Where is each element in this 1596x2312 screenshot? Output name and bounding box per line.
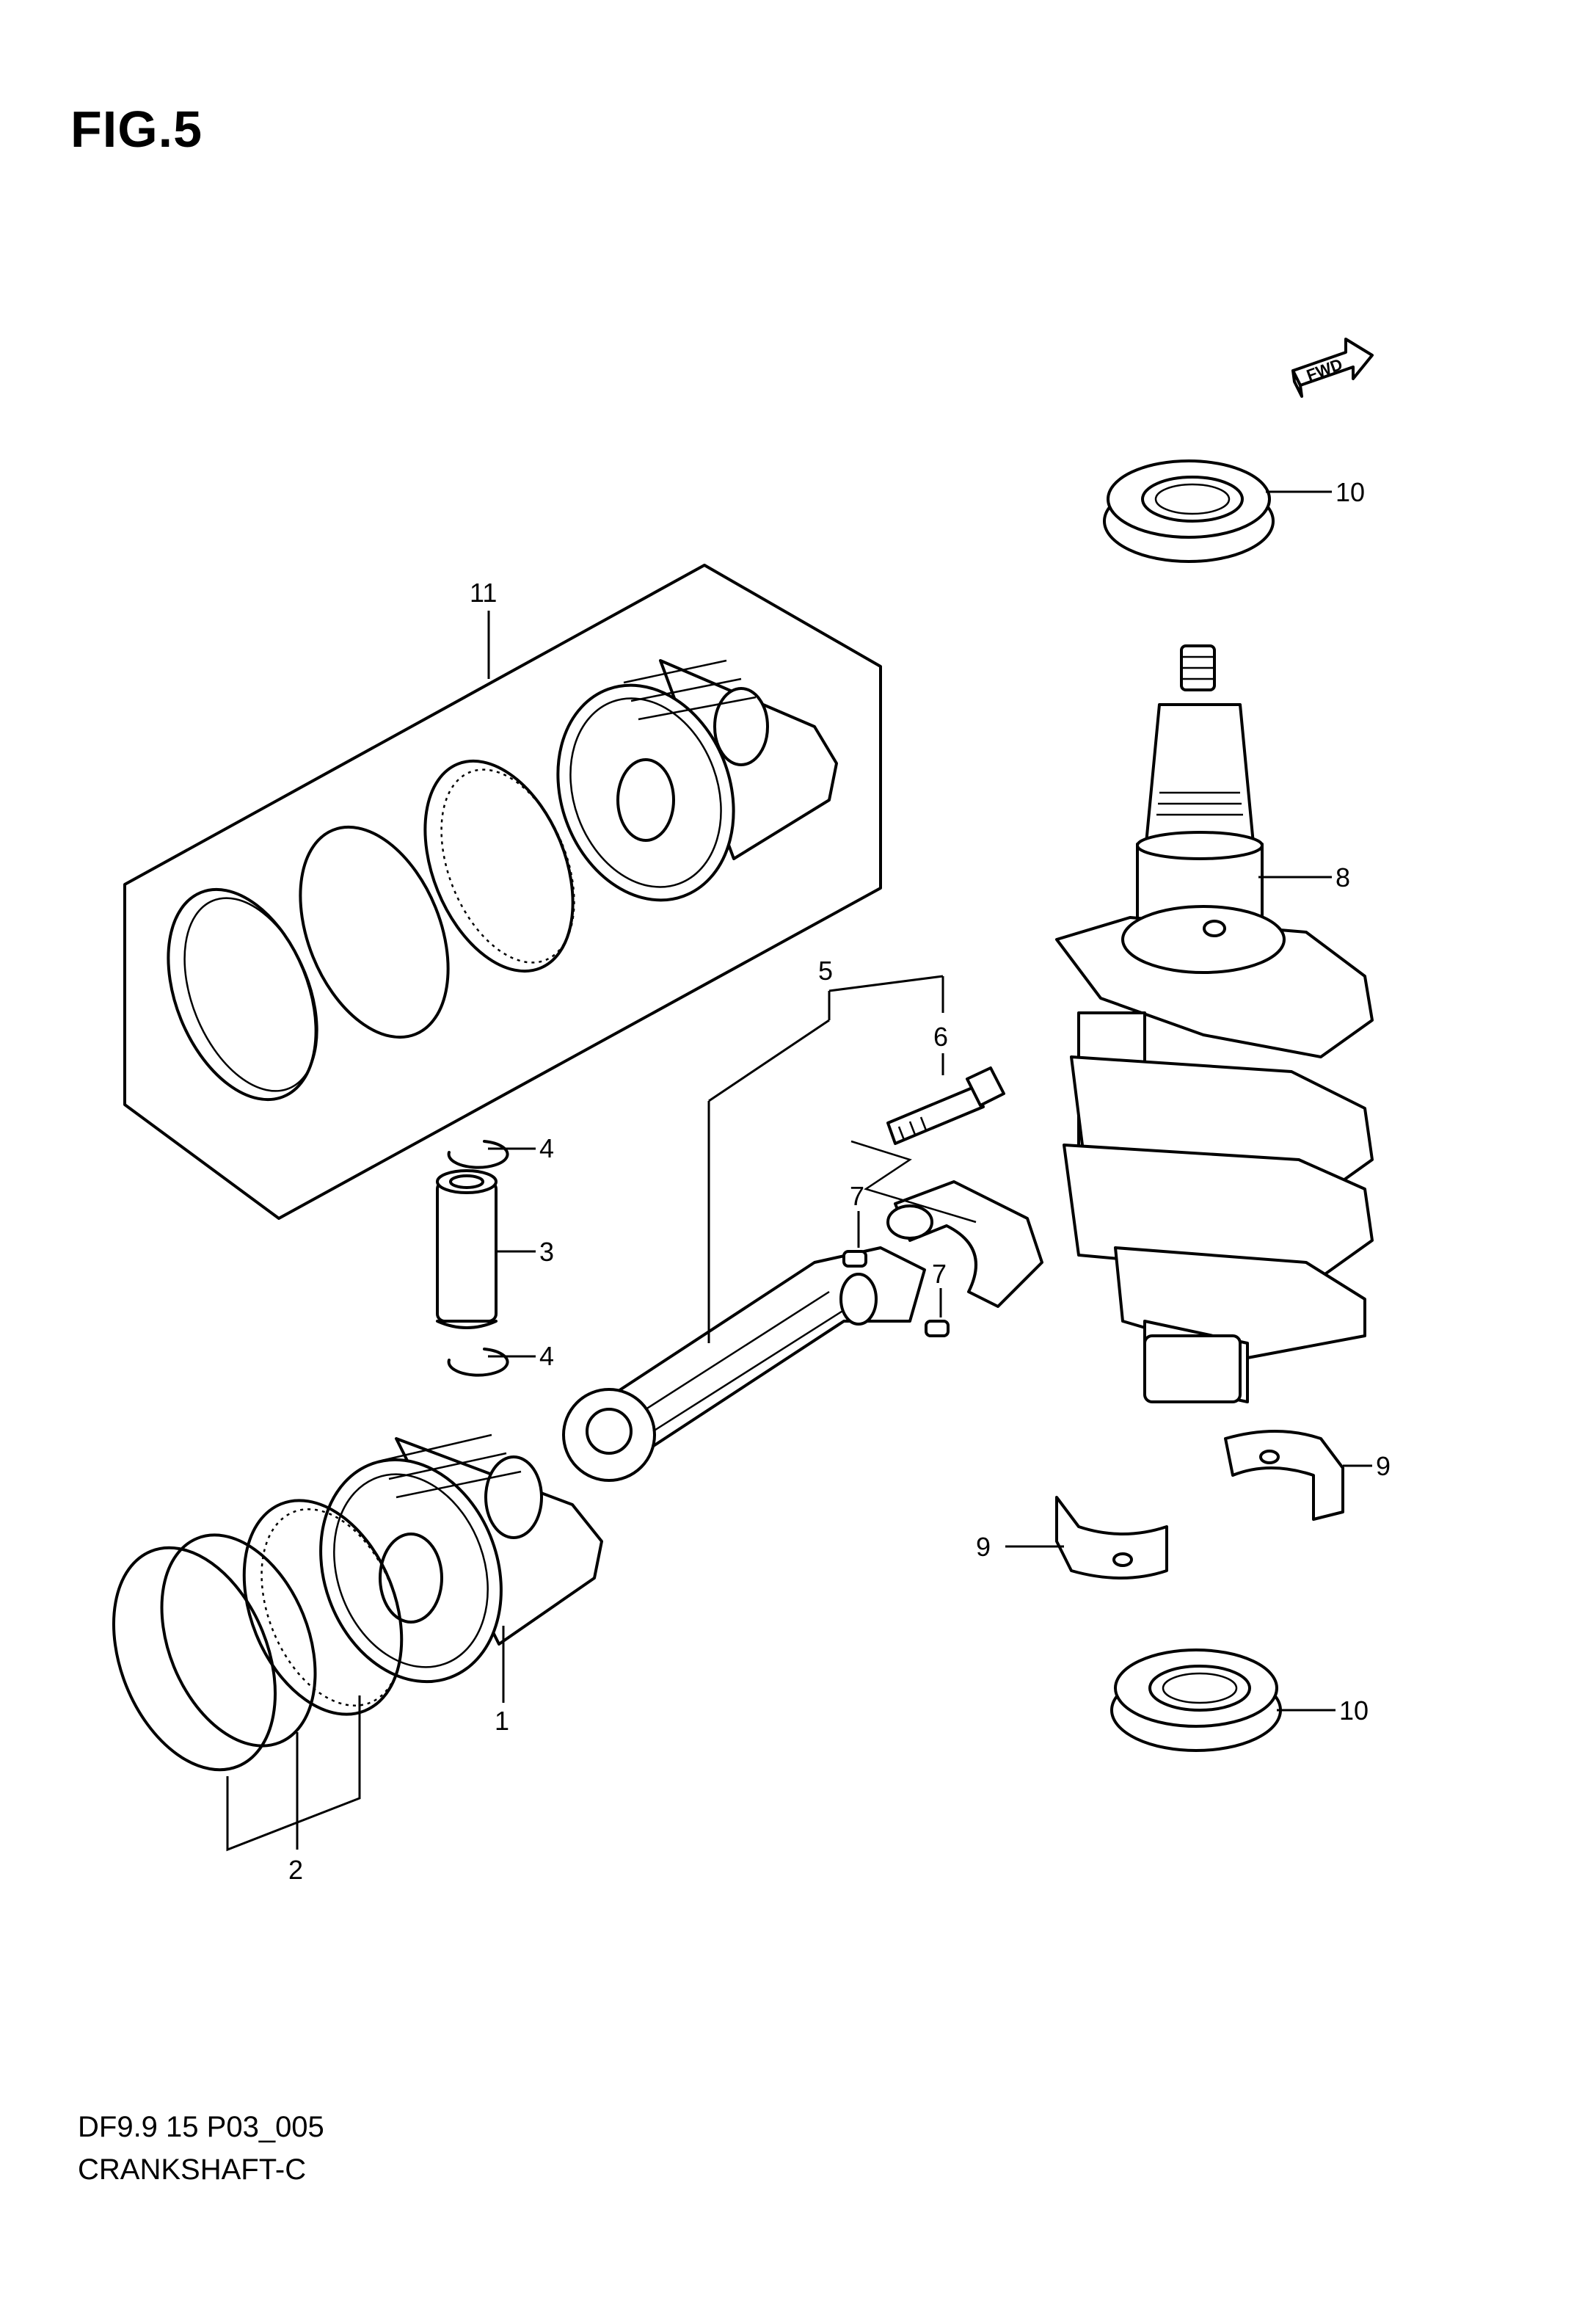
callout-1: 1 — [495, 1706, 509, 1736]
circlip-upper — [447, 1140, 509, 1169]
callout-7-right: 7 — [932, 1259, 947, 1289]
main-piston-rings — [112, 1499, 404, 1772]
piston-kit-box — [123, 564, 882, 1220]
dowel-pin-left — [842, 1250, 867, 1268]
model-code: DF9.9 15 P03_005 — [78, 2111, 324, 2143]
dowel-pin-right — [925, 1320, 950, 1337]
fwd-label: FWD — [1304, 355, 1345, 385]
callout-9-right: 9 — [1376, 1451, 1391, 1481]
fwd-arrow-icon: FWD — [1291, 338, 1374, 398]
kit-piston — [556, 659, 838, 902]
callout-2: 2 — [288, 1855, 303, 1885]
main-piston — [319, 1433, 603, 1684]
figure-title: FIG.5 — [70, 101, 203, 158]
bearing-right — [1224, 1430, 1344, 1521]
callout-5: 5 — [818, 956, 833, 986]
oil-seal-lower — [1110, 1648, 1282, 1752]
callout-10-upper: 10 — [1336, 477, 1365, 507]
callout-9-left: 9 — [976, 1532, 991, 1562]
callout-3: 3 — [539, 1237, 554, 1267]
rod-bolt — [886, 1066, 1005, 1145]
kit-piston-rings — [167, 759, 575, 1102]
callout-7-left: 7 — [850, 1181, 864, 1211]
rod-cap — [850, 1140, 1043, 1308]
bearing-left — [1055, 1496, 1168, 1579]
callout-4-upper: 4 — [539, 1133, 554, 1163]
callout-6: 6 — [933, 1022, 948, 1052]
piston-pin — [436, 1169, 498, 1329]
callout-labels: 10 11 8 5 6 4 7 3 7 4 9 9 1 10 2 — [288, 477, 1391, 1885]
connecting-rod — [562, 1246, 926, 1482]
oil-seal-upper — [1103, 459, 1275, 563]
circlip-lower — [447, 1348, 509, 1377]
callout-4-lower: 4 — [539, 1341, 554, 1371]
section-name: CRANKSHAFT-C — [78, 2153, 307, 2186]
crankshaft — [1055, 644, 1374, 1403]
callout-10-lower: 10 — [1339, 1695, 1369, 1726]
leader-lines — [226, 490, 1372, 1852]
callout-11: 11 — [470, 578, 497, 608]
callout-8: 8 — [1336, 862, 1350, 893]
